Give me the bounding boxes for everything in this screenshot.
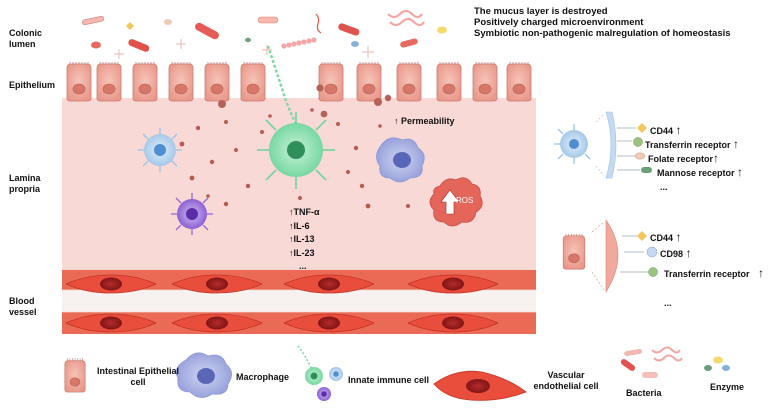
receptor-mannose: Mannose receptor ↑ <box>657 165 744 179</box>
innate-immune-cell-purple <box>171 193 213 235</box>
top-notes: The mucus layer is destroyed Positively … <box>474 6 731 39</box>
receptor-cd44-immune: CD44 ↑ <box>650 123 682 137</box>
receptor-transferrin-immune: Transferrin receptor ↑ <box>645 137 740 151</box>
epithelium-label: Epithelium <box>9 80 56 90</box>
cytokine-item: ↑IL-13 <box>289 234 315 244</box>
colonic-lumen-label: Colonic lumen <box>9 28 42 49</box>
epithelial-receptor-panel <box>562 219 658 294</box>
legend-icons <box>64 345 730 401</box>
lumen-bacteria-group <box>81 9 447 59</box>
epithelium-layer <box>66 62 532 102</box>
legend-vascular-endothelial-cell: Vascular endothelial cell <box>533 370 599 391</box>
blood-vessel-label: Blood vessel <box>9 296 37 317</box>
receptor-folate: Folate receptor↑ <box>648 151 720 165</box>
up-arrow-icon: ↑ <box>394 116 399 126</box>
receptor-cd98: CD98 ↑ <box>660 246 692 260</box>
cytokine-item: ... <box>299 261 307 271</box>
up-arrow-icon: ↑ <box>685 246 692 260</box>
receptor-transferrin-epithelial: Transferrin receptor ↑ <box>664 266 765 280</box>
immune-receptor-panel <box>554 111 652 179</box>
cytokine-item: ↑IL-6 <box>289 220 310 231</box>
cytokine-item: ↑TNF-α <box>289 207 320 217</box>
up-arrow-icon: ↑ <box>733 137 740 151</box>
particles <box>168 84 410 209</box>
up-arrow-icon: ↑ <box>737 165 744 179</box>
lamina-propria-label: Lamina propria <box>9 173 41 194</box>
receptor-more-immune: ... <box>660 182 668 192</box>
permeability-label: ↑ Permeability <box>394 116 455 126</box>
legend-epithelial-cell: Intestinal Epithelial cell <box>96 366 179 387</box>
up-arrow-icon: ↑ <box>675 230 682 244</box>
legend-macrophage: Macrophage <box>236 372 290 382</box>
legend-innate-immune-cell: Innate immune cell <box>348 375 430 385</box>
legend-enzyme: Enzyme <box>710 382 745 392</box>
innate-immune-cell-green <box>257 45 335 189</box>
up-arrow-icon: ↑ <box>289 247 294 258</box>
ros-label: ROS <box>456 196 473 205</box>
innate-immune-cell-blue <box>138 128 182 172</box>
up-arrow-icon: ↑ <box>289 207 294 217</box>
up-arrow-icon: ↑ <box>758 266 765 280</box>
receptor-more-epithelial: ... <box>664 298 672 308</box>
note-mucus: The mucus layer is destroyed <box>474 6 608 17</box>
cytokine-list: ↑TNF-α ↑IL-6 ↑IL-13 ↑IL-23 ... <box>289 206 320 274</box>
receptor-cd44-epithelial: CD44 ↑ <box>650 230 682 244</box>
blood-vessel <box>62 270 536 334</box>
cytokine-item: ↑IL-23 <box>289 247 315 258</box>
up-arrow-icon: ↑ <box>289 220 294 231</box>
macrophage-cell <box>376 137 425 183</box>
legend-bacteria: Bacteria <box>626 388 662 398</box>
up-arrow-icon: ↑ <box>675 123 682 137</box>
up-arrow-icon: ↑ <box>713 151 720 165</box>
ros-cell <box>429 177 483 227</box>
note-charge: Positively charged microenvironment <box>474 17 644 28</box>
up-arrow-icon: ↑ <box>289 234 294 244</box>
note-homeostasis: Symbiotic non-pathogenic malregulation o… <box>474 28 731 39</box>
